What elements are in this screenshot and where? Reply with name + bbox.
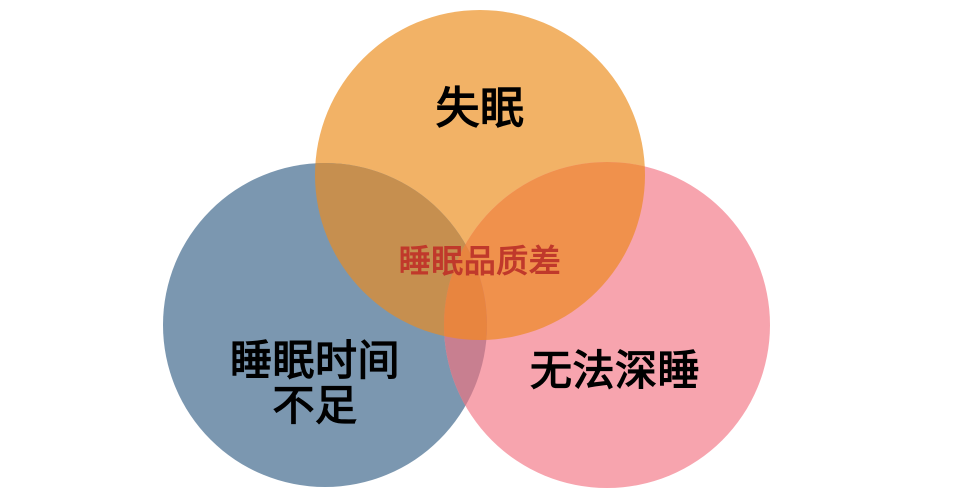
venn-label-insufficient-sleep-time: 睡眠时间 不足 — [229, 336, 400, 431]
venn-label-cannot-sleep-deeply: 无法深睡 — [529, 346, 700, 395]
venn-label-center-poor-sleep-quality: 睡眠品质差 — [398, 242, 562, 280]
venn-label-insomnia: 失眠 — [435, 83, 525, 134]
